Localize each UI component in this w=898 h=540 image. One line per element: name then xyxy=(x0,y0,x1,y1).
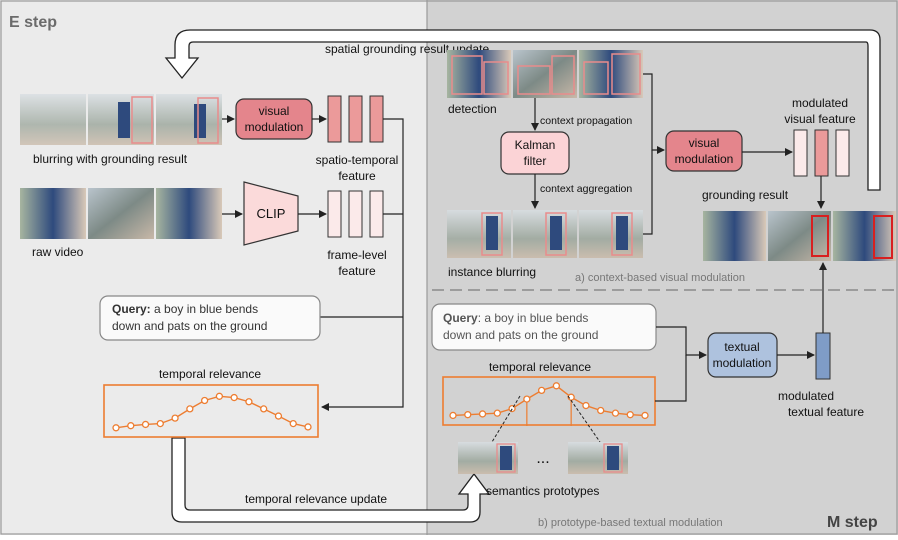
frame-level-feature xyxy=(327,190,384,238)
detection-frames xyxy=(447,50,643,98)
e-query-line2: down and pats on the ground xyxy=(112,319,267,333)
proto-link-right xyxy=(567,395,601,443)
arrow-detection-to-vm xyxy=(643,73,665,154)
kalman-line2: filter xyxy=(524,154,547,168)
m-vm-line1: visual xyxy=(689,136,720,150)
e-query-line1: Query: a boy in blue bends xyxy=(112,302,258,316)
relevance-point xyxy=(464,411,472,419)
relevance-point xyxy=(523,395,531,403)
visual-modulation-line2: modulation xyxy=(245,120,304,134)
relevance-point xyxy=(304,423,312,431)
m-vm-line2: modulation xyxy=(675,152,734,166)
modulated-visual-feature xyxy=(793,129,850,177)
relevance-point xyxy=(230,393,238,402)
m-relevance-label: temporal relevance xyxy=(489,360,591,374)
blurred-frames xyxy=(20,94,222,145)
relevance-point xyxy=(200,396,209,405)
blur-label: blurring with grounding result xyxy=(33,152,188,166)
e-relevance-label: temporal relevance xyxy=(159,367,261,381)
clip-encoder xyxy=(243,181,299,246)
relevance-point xyxy=(582,401,590,410)
grounding-result-label: grounding result xyxy=(702,188,789,202)
mod-visual-line2: visual feature xyxy=(784,112,856,126)
raw-frames xyxy=(20,188,222,239)
e-relevance-curve xyxy=(112,392,312,432)
fl-feature-line2: feature xyxy=(338,264,376,278)
visual-modulation-line1: visual xyxy=(259,104,290,118)
relevance-point xyxy=(597,406,605,415)
proto-link-left xyxy=(491,395,521,443)
m-query-line2: down and pats on the ground xyxy=(443,328,598,342)
detection-label: detection xyxy=(448,102,497,116)
relevance-point xyxy=(626,411,634,419)
e-relevance-frame xyxy=(103,384,319,438)
m-query-line1: Query: a boy in blue bends xyxy=(443,311,588,325)
spatial-update-band xyxy=(164,29,881,191)
m-visual-modulation-box xyxy=(665,130,743,172)
relevance-point xyxy=(289,419,297,428)
prototype-ellipsis: ... xyxy=(536,450,549,467)
semantics-prototype-frames xyxy=(458,442,628,474)
spatio-temporal-feature xyxy=(327,95,384,143)
fl-feature-line1: frame-level xyxy=(327,248,386,262)
grounding-result-frames xyxy=(703,211,896,261)
tm-line1: textual xyxy=(724,340,759,354)
relevance-point xyxy=(552,382,561,390)
mod-visual-line1: modulated xyxy=(792,96,848,110)
arrow-query-to-tm xyxy=(656,326,707,359)
mod-textual-line2: textual feature xyxy=(788,405,864,419)
caption-a: a) context-based visual modulation xyxy=(575,272,745,284)
modulated-textual-feature xyxy=(815,332,831,380)
context-propagation-label: context propagation xyxy=(540,115,632,127)
relevance-point xyxy=(641,411,649,420)
m-relevance-curve xyxy=(449,382,649,426)
clip-label: CLIP xyxy=(257,206,286,221)
relevance-point xyxy=(274,412,283,420)
arrow-relevance-to-tm xyxy=(655,355,687,402)
e-step-title: E step xyxy=(9,14,57,31)
instance-blurring-frames xyxy=(447,210,643,258)
relevance-point xyxy=(127,422,135,430)
arrow-blurring-to-vm xyxy=(643,150,653,235)
e-step-panel xyxy=(0,0,427,535)
tm-line2: modulation xyxy=(713,356,772,370)
st-feature-line1: spatio-temporal xyxy=(316,153,399,167)
arrow-features-to-relevance xyxy=(321,118,404,411)
caption-b: b) prototype-based textual modulation xyxy=(538,517,723,529)
relevance-point xyxy=(478,410,487,418)
context-aggregation-label: context aggregation xyxy=(540,183,632,195)
temporal-update-label: temporal relevance update xyxy=(245,492,387,506)
instance-blurring-label: instance blurring xyxy=(448,265,536,279)
relevance-point xyxy=(449,411,457,420)
kalman-line1: Kalman xyxy=(515,138,556,152)
relevance-point xyxy=(537,386,546,395)
m-step-title: M step xyxy=(827,514,878,531)
relevance-point xyxy=(112,424,120,432)
relevance-point xyxy=(141,420,150,429)
relevance-point xyxy=(156,419,164,428)
mod-textual-line1: modulated xyxy=(778,389,834,403)
st-feature-line2: feature xyxy=(338,169,376,183)
relevance-point xyxy=(260,405,268,413)
raw-video-label: raw video xyxy=(32,245,84,259)
relevance-point xyxy=(171,414,179,422)
relevance-point xyxy=(215,392,224,400)
semantics-prototypes-label: semantics prototypes xyxy=(486,484,599,498)
relevance-point xyxy=(611,409,620,417)
relevance-point xyxy=(245,398,253,406)
temporal-update-band xyxy=(171,437,491,523)
e-query-box xyxy=(99,295,321,341)
relevance-point xyxy=(493,409,501,417)
relevance-point xyxy=(186,405,194,413)
